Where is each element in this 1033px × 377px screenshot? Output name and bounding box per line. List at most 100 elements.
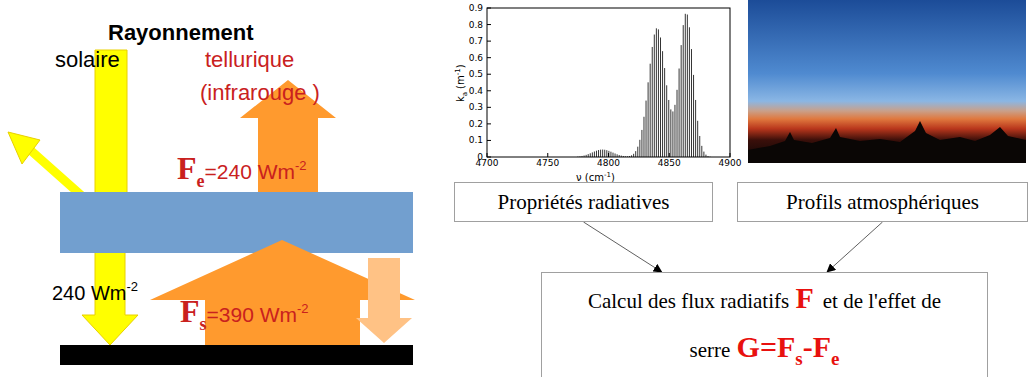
tick-label: 0.3: [469, 102, 483, 112]
spectral-line: [668, 100, 669, 157]
spectral-line: [701, 146, 702, 157]
sky-photo: [748, 0, 1026, 163]
process-box: Calcul des flux radiatifsFet de l'effet …: [541, 272, 988, 377]
tick-label: 0.2: [469, 119, 483, 129]
box-label: Propriétés radiatives: [497, 190, 669, 214]
spectrum-chart: [487, 8, 730, 157]
tick-label: 0.6: [469, 53, 483, 63]
box-label: Profils atmosphériques: [786, 190, 979, 214]
spectral-line: [582, 156, 583, 157]
spectral-line: [660, 37, 661, 157]
spectral-line: [631, 155, 632, 157]
spectral-line: [654, 35, 655, 157]
label-text: =390 Wm: [207, 303, 297, 326]
spectral-line: [579, 156, 580, 158]
label-text: -2: [297, 301, 309, 316]
surface-flux-label: Fs=390 Wm-2: [180, 293, 309, 330]
spectral-line: [705, 155, 706, 157]
surface-arrow: [150, 240, 415, 345]
tick-label: 4750: [536, 158, 559, 168]
spectral-line: [643, 117, 644, 157]
spectral-line: [672, 111, 673, 157]
tick-label: 0.4: [469, 86, 483, 96]
axis-title: ka(m-1): [450, 64, 468, 102]
tick-label: 0.9: [469, 3, 483, 13]
box-label: G=F: [737, 330, 796, 363]
tick-mark: [487, 57, 491, 58]
tick-mark: [487, 157, 491, 158]
emission-flux-label: Fe=240 Wm-2: [177, 150, 307, 187]
box-text: Calcul des flux radiatifsFet de l'effet …: [552, 275, 977, 374]
spectral-line: [612, 153, 613, 157]
spectral-line: [633, 154, 634, 157]
tick-label: 0.5: [469, 69, 483, 79]
spectral-line: [584, 155, 585, 157]
label-text: -1: [454, 68, 462, 75]
spectral-line: [683, 25, 684, 157]
solar-flux-label: 240 Wm-2: [52, 282, 138, 305]
box-label: Calcul des flux radiatifs: [588, 289, 789, 313]
spectral-line: [586, 155, 587, 157]
spectral-line: [615, 153, 616, 157]
label-text: -1: [604, 171, 611, 179]
label-text: F: [177, 150, 197, 186]
spectral-line: [596, 151, 597, 157]
spectral-line: [627, 156, 628, 158]
label-text: 240 Wm: [52, 282, 126, 304]
spectral-line: [625, 156, 626, 158]
tick-mark: [487, 140, 491, 141]
tick-mark: [547, 153, 548, 157]
label-text: =240 Wm: [205, 160, 295, 183]
spectral-line: [590, 153, 591, 157]
process-box: Propriétés radiatives: [454, 182, 713, 222]
label-text: (m: [455, 75, 466, 89]
spectral-line: [681, 45, 682, 157]
spectral-line: [658, 29, 659, 157]
spectral-line: [608, 151, 609, 157]
spectral-line: [639, 140, 640, 157]
spectral-line: [677, 90, 678, 157]
spectral-line: [588, 154, 589, 157]
backradiation-arrow: [356, 258, 412, 343]
spectral-line: [641, 130, 642, 157]
spectral-line: [646, 101, 647, 157]
box-label: -F: [803, 330, 831, 363]
tick-mark: [487, 90, 491, 91]
spectral-line: [679, 69, 680, 157]
spectral-line: [606, 150, 607, 157]
spectral-line: [693, 75, 694, 157]
spectral-line: [635, 151, 636, 157]
spectral-line: [666, 85, 667, 157]
flow-arrow: [584, 222, 662, 272]
spectral-line: [652, 47, 653, 157]
tick-label: 0.8: [469, 20, 483, 30]
spectral-line: [623, 156, 624, 157]
spectral-line: [621, 156, 622, 157]
label-text: Rayonnement: [108, 20, 253, 45]
spectral-line: [710, 156, 711, 157]
ground-bar: [60, 345, 413, 365]
spectral-line: [629, 156, 630, 158]
box-label: s: [795, 348, 802, 369]
spectral-line: [695, 100, 696, 157]
tick-mark: [487, 153, 488, 157]
label-text: e: [197, 171, 205, 191]
spectral-line: [592, 152, 593, 157]
spectral-line: [617, 154, 618, 157]
spectral-line: [664, 68, 665, 157]
label-text: -2: [295, 158, 307, 173]
label-text: (infrarouge ): [200, 80, 320, 105]
spectral-line: [594, 151, 595, 157]
box-label: F: [795, 281, 813, 314]
label-text: -2: [126, 279, 138, 294]
label-text: solaire: [55, 47, 120, 72]
spectral-line: [602, 150, 603, 157]
spectral-line: [604, 150, 605, 157]
label-text: F: [180, 293, 200, 329]
atmosphere-band: [60, 192, 413, 253]
spectral-line: [687, 15, 688, 157]
tick-mark: [730, 153, 731, 157]
spectral-line: [708, 156, 709, 158]
spectral-line: [685, 14, 686, 157]
tick-label: 4700: [476, 158, 499, 168]
